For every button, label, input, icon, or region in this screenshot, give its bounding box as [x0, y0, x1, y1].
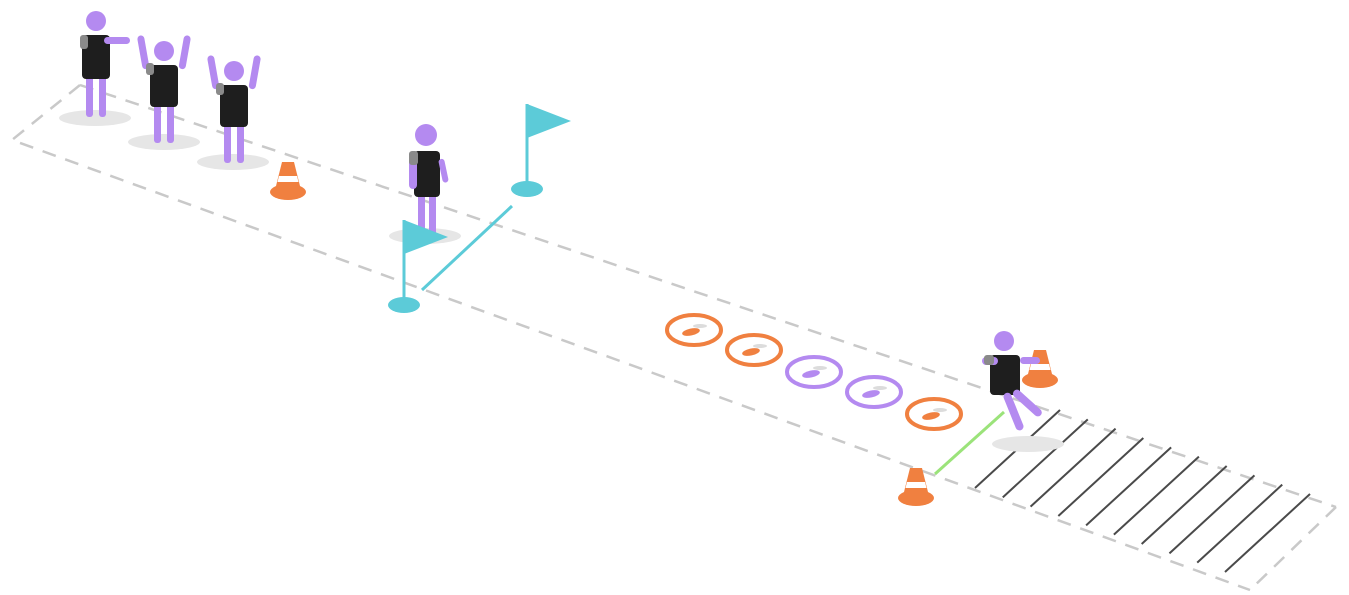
zone-stripe — [1196, 483, 1283, 564]
pitch-boundary — [9, 83, 1337, 592]
training-cone-icon — [270, 162, 306, 200]
player-3 — [206, 54, 262, 163]
cone-1 — [270, 162, 306, 200]
flag-line — [420, 204, 514, 292]
person-icon — [206, 54, 262, 163]
goal-line — [933, 410, 1006, 476]
marker-3 — [785, 355, 843, 389]
zone-stripe — [1168, 474, 1256, 555]
person-icon — [409, 124, 449, 237]
flag-near — [388, 220, 448, 313]
marker-5 — [905, 397, 963, 431]
corner-flag-icon — [527, 104, 571, 138]
corner-flag-icon — [404, 220, 448, 254]
training-cone-icon — [1022, 350, 1058, 388]
player-shadows — [59, 110, 1064, 452]
cone-2 — [1022, 350, 1058, 388]
flag-far — [511, 104, 571, 197]
zone-stripe — [1113, 455, 1200, 536]
marker-1 — [665, 313, 723, 347]
person-icon — [80, 11, 130, 117]
zone-stripe — [1002, 418, 1089, 499]
person-icon — [136, 34, 192, 143]
player-2 — [136, 34, 192, 143]
zone-stripe — [1029, 427, 1117, 508]
marker-4 — [845, 375, 903, 409]
marker-2 — [725, 333, 783, 367]
end-zone-stripes — [974, 409, 1311, 573]
player-4 — [409, 124, 449, 237]
player-1 — [80, 11, 130, 117]
zone-stripe — [1224, 493, 1311, 573]
zone-stripe — [1057, 437, 1145, 517]
zone-stripe — [1085, 446, 1172, 527]
zone-stripe — [1140, 465, 1228, 545]
